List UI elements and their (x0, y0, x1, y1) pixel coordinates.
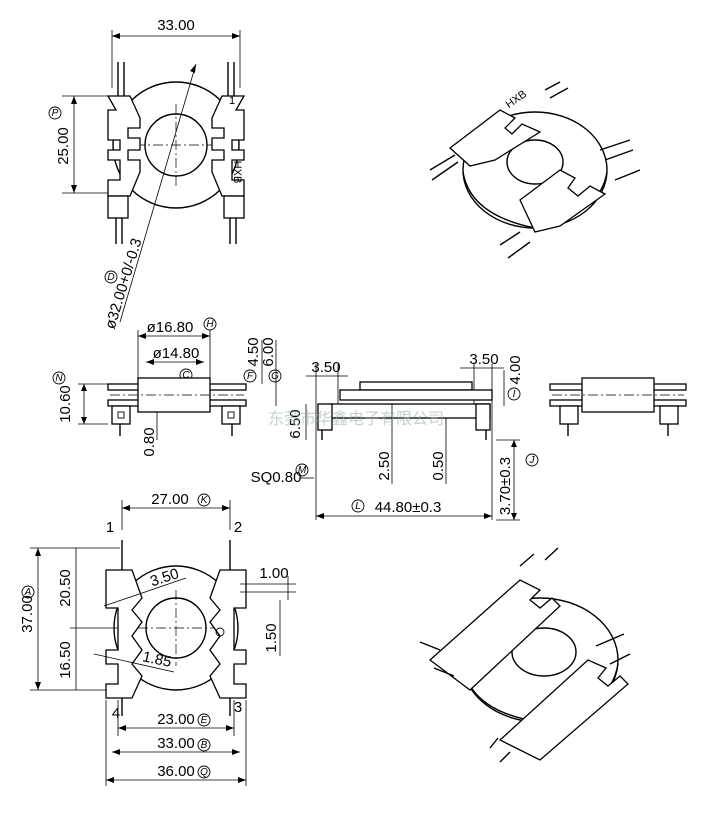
front-pin-height-ref: J (529, 455, 536, 466)
pin-1-label: 1 (106, 519, 114, 536)
pin-2-label: 2 (234, 519, 242, 536)
front-span-ref: L (355, 501, 361, 512)
bottom-inner-width: 23.00 (157, 711, 195, 728)
side-outer-dia-ref: H (206, 319, 214, 330)
bottom-view: 27.00 K 1 2 3 4 37.00 A 20.50 16.50 (19, 491, 296, 786)
bottom-upper: 20.50 (57, 569, 74, 607)
pin-4-label: 4 (112, 705, 120, 722)
bottom-mid-ref: B (201, 740, 208, 751)
front-base-h2: 0.50 (430, 451, 447, 480)
side-pin-offset: 0.80 (141, 427, 158, 456)
isometric-view-top: HXB (429, 81, 641, 259)
bottom-outer-width: 36.00 (157, 763, 195, 780)
watermark: 东莞市华鑫电子有限公司 (268, 409, 444, 428)
front-right-gap: 3.50 (469, 351, 498, 368)
front-base-h1: 2.50 (376, 451, 393, 480)
bottom-lower: 16.50 (57, 641, 74, 679)
side-height-label: 10.60 (57, 385, 74, 423)
top-marking: HXB (231, 161, 243, 184)
bottom-tab2: 1.50 (263, 623, 280, 652)
bottom-width: 27.00 (151, 491, 189, 508)
side-h2-label: 6.00 (260, 337, 277, 366)
bottom-tab: 1.00 (259, 565, 288, 582)
top-view: 33.00 25.00 P HXB 1 ø32.0 (48, 17, 246, 331)
top-height-label: 25.00 (55, 127, 72, 165)
side-inner-dia-ref: C (182, 370, 190, 381)
bottom-overall: 37.00 (19, 595, 36, 633)
front-left-gap: 3.50 (311, 359, 340, 376)
front-pin-span: 44.80±0.3 (375, 499, 442, 516)
bottom-inner-ref: E (201, 715, 208, 726)
top-width-label: 33.00 (157, 17, 195, 34)
side-outer-dia: ø16.80 (147, 319, 194, 336)
top-pin-mark: 1 (229, 95, 235, 107)
side-view-right (549, 377, 687, 436)
side-h1-label: 4.50 (245, 337, 262, 366)
pin-3-label: 3 (234, 699, 242, 716)
front-pin-len: 6.50 (287, 409, 304, 438)
side-height-ref: N (55, 373, 63, 384)
bottom-slot: 3.50 (148, 565, 181, 590)
top-diameter-ref: D (107, 272, 114, 283)
front-height-ref: I (513, 389, 516, 400)
front-pin-size-ref: M (298, 465, 307, 476)
front-pin-size: SQ0.80 (251, 469, 302, 486)
front-view: 3.50 3.50 4.00 I 6.50 2.50 0.50 SQ0.80 M (251, 351, 539, 521)
bottom-outer-ref: Q (200, 767, 208, 778)
side-inner-dia: ø14.80 (153, 345, 200, 362)
bottom-overall-ref: A (24, 587, 32, 598)
side-h2-ref: G (271, 371, 279, 382)
top-height-ref: P (52, 108, 59, 119)
top-diameter-label: ø32.00+0/-0.3 (102, 236, 146, 331)
iso-top-marking: HXB (504, 88, 529, 111)
isometric-view-bottom (419, 547, 631, 763)
bottom-slot2: 1.85 (141, 648, 173, 671)
side-h1-ref: F (247, 371, 254, 382)
front-height: 4.00 (507, 355, 524, 384)
bottom-mid-width: 33.00 (157, 735, 195, 752)
front-pin-height: 3.70±0.3 (497, 457, 514, 515)
bottom-width-ref: K (201, 495, 209, 506)
side-view: ø16.80 H ø14.80 C 10.60 N 4.50 6.00 (52, 317, 282, 457)
